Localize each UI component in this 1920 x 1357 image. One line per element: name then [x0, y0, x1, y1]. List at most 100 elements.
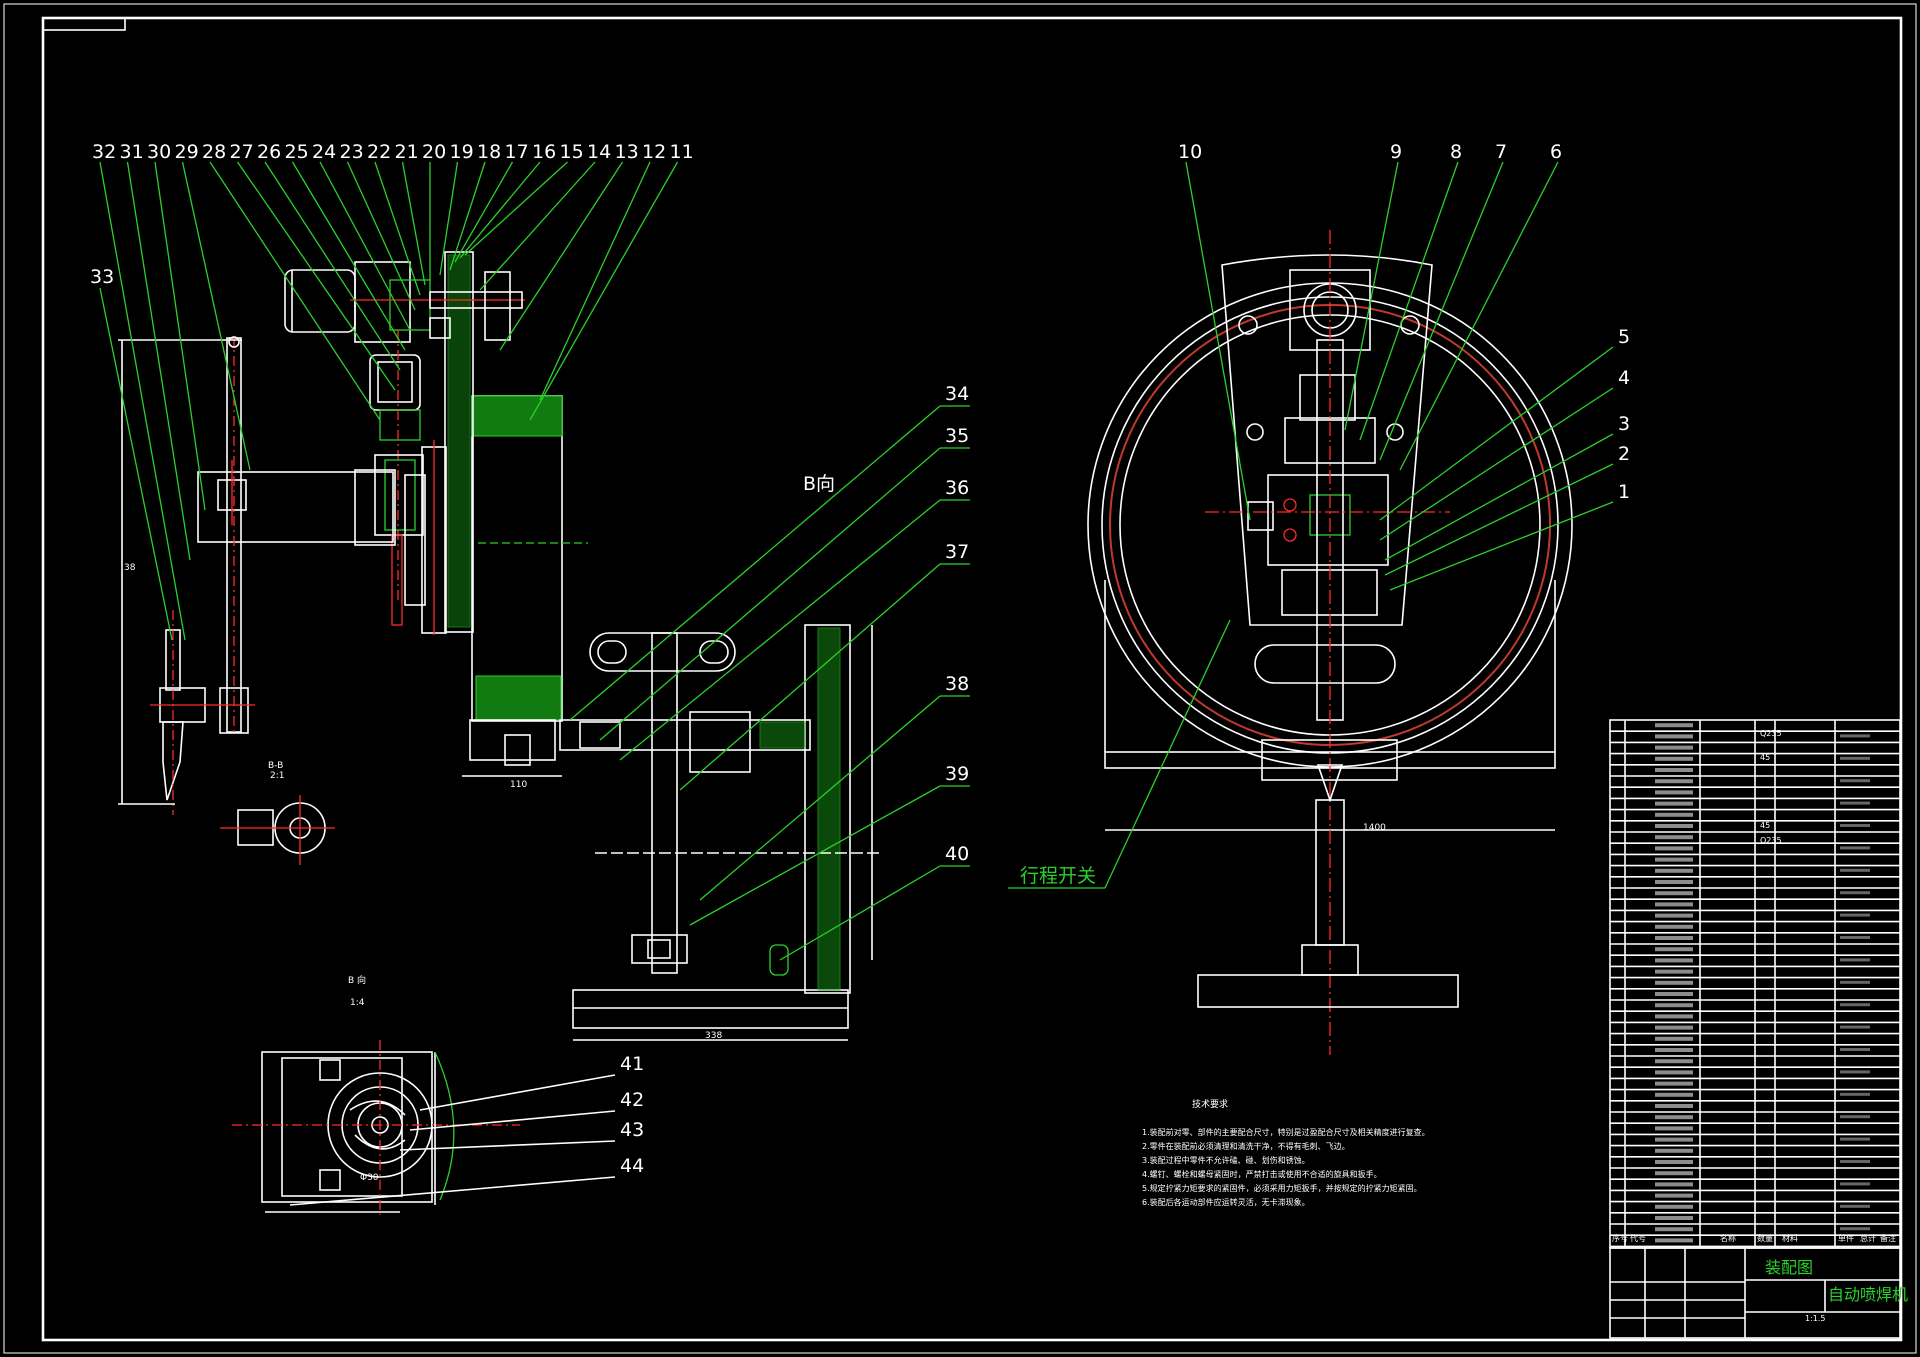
- drawing-scale: 1:1.5: [1805, 1314, 1826, 1323]
- tech-req-line: 6.装配后各运动部件应运转灵活，无卡滞现象。: [1142, 1197, 1310, 1207]
- balloons_right_top-6: 6: [1550, 141, 1562, 163]
- detail-view-label: B 向: [348, 974, 366, 986]
- balloons_left-25: 25: [285, 141, 309, 163]
- fixture-base-view: 338 B向: [559, 473, 880, 1041]
- balloons_right_side-2: 2: [1618, 443, 1630, 465]
- balloons_left-21: 21: [395, 141, 419, 163]
- detail-view-scale: 1:4: [350, 998, 365, 1008]
- leader-line: [529, 161, 679, 421]
- balloons_right_side-3: 3: [1618, 413, 1630, 435]
- balloon-group-right: 10 9 8 7 6 5 4 3 2 1: [1178, 141, 1630, 591]
- machine-name: 自动喷焊机: [1828, 1285, 1908, 1304]
- leader-line: [459, 161, 541, 259]
- balloons_left-14: 14: [587, 141, 611, 163]
- bom-header-cell: 材料: [1782, 1233, 1798, 1243]
- tech-req-line: 2.零件在装配前必须清理和清洗干净，不得有毛刺、飞边。: [1142, 1141, 1350, 1151]
- svg-text:2:1: 2:1: [270, 771, 284, 781]
- dim-1400: 1400: [1363, 823, 1386, 833]
- balloons_left-12: 12: [642, 141, 666, 163]
- balloons_left-15: 15: [560, 141, 584, 163]
- leader-line: [236, 161, 396, 391]
- balloons_left-26: 26: [257, 141, 281, 163]
- leader-line: [479, 161, 596, 291]
- balloons_right_side-1: 1: [1618, 481, 1630, 503]
- side-elevation-view: 38 110 B-B 2:1: [118, 251, 588, 865]
- balloons_middle-38: 38: [945, 673, 969, 695]
- leader-line: [264, 161, 401, 371]
- balloons_left-23: 23: [340, 141, 364, 163]
- leader-line: [319, 161, 411, 331]
- bom-header-cell: 备注: [1880, 1233, 1896, 1243]
- parts-list: Q2354545Q235 序号代号名称数量材料单件总计备注: [1609, 719, 1901, 1249]
- balloons_middle-34: 34: [945, 383, 969, 405]
- balloons_left-22: 22: [367, 141, 391, 163]
- dim-338: 338: [705, 1031, 722, 1041]
- detail-view-b: B 向 1:4 Φ30: [232, 974, 520, 1215]
- tech-req-line: 4.螺钉、螺栓和螺母紧固时，严禁打击或使用不合适的旋具和扳手。: [1142, 1169, 1382, 1179]
- balloons_middle-40: 40: [945, 843, 969, 865]
- balloons_left-11: 11: [670, 141, 694, 163]
- leader-line: [209, 161, 381, 421]
- balloons_detail-42: 42: [620, 1089, 644, 1111]
- leader-line: [449, 161, 486, 271]
- balloons_detail-44: 44: [620, 1155, 644, 1177]
- leader-line: [291, 161, 406, 351]
- svg-text:Φ30: Φ30: [360, 1173, 379, 1183]
- balloons_middle-36: 36: [945, 477, 969, 499]
- technical-requirements: 技术要求 1.装配前对零、部件的主要配合尺寸，特别是过盈配合尺寸及相关精度进行复…: [1142, 1098, 1430, 1207]
- view-label-b: B向: [803, 473, 835, 495]
- drawing-frame: [3, 3, 1917, 1354]
- bom-header-cell: 代号: [1630, 1233, 1646, 1243]
- leader-line: [464, 161, 568, 256]
- balloons_right_top-7: 7: [1495, 141, 1507, 163]
- balloons_right_top-8: 8: [1450, 141, 1462, 163]
- travel-switch-label: 行程开关: [1020, 865, 1096, 887]
- balloons_middle-37: 37: [945, 541, 969, 563]
- bom-material: Q235: [1760, 729, 1782, 738]
- balloons_left-27: 27: [230, 141, 254, 163]
- balloons_left-31: 31: [120, 141, 144, 163]
- balloons_right_top-10: 10: [1178, 141, 1202, 163]
- leader-line: [439, 161, 459, 276]
- balloons_left-19: 19: [450, 141, 474, 163]
- balloons_left-16: 16: [532, 141, 556, 163]
- balloons_left-30: 30: [147, 141, 171, 163]
- leader-line: [499, 161, 624, 351]
- bom-material: Q235: [1760, 836, 1782, 845]
- balloons_detail-41: 41: [620, 1053, 644, 1075]
- balloon-group-detail: 41 42 43 44: [289, 1053, 644, 1206]
- balloons_left-17: 17: [505, 141, 529, 163]
- balloons_detail-43: 43: [620, 1119, 644, 1141]
- balloons_left-28: 28: [202, 141, 226, 163]
- drawing-title: 装配图: [1765, 1258, 1813, 1277]
- bom-header-cell: 序号: [1612, 1233, 1628, 1243]
- balloons_right_side-4: 4: [1618, 367, 1630, 389]
- leader-line: [374, 161, 421, 296]
- leader-line: [346, 161, 416, 311]
- leader-line: [154, 161, 206, 511]
- bom-material: 45: [1760, 821, 1770, 830]
- leader-line: [126, 161, 191, 561]
- balloons_left-18: 18: [477, 141, 501, 163]
- bom-header-cell: 数量: [1757, 1233, 1773, 1243]
- svg-text:38: 38: [124, 563, 136, 573]
- tech-req-title: 技术要求: [1192, 1098, 1228, 1110]
- leader-line: [454, 161, 514, 263]
- bom-header-cell: 总计: [1860, 1233, 1876, 1243]
- bom-header-cell: 名称: [1720, 1233, 1736, 1243]
- balloons_left-20: 20: [422, 141, 446, 163]
- balloons_middle-39: 39: [945, 763, 969, 785]
- balloons_middle-35: 35: [945, 425, 969, 447]
- title-block: 装配图 自动喷焊机 1:1.5: [1609, 1247, 1908, 1339]
- leader-line: [539, 161, 651, 401]
- leader-line: [401, 161, 426, 286]
- balloons_right_side-5: 5: [1618, 326, 1630, 348]
- balloons_right_top-9: 9: [1390, 141, 1402, 163]
- dim-110: 110: [510, 780, 527, 790]
- balloons_left-32: 32: [92, 141, 116, 163]
- balloons_left-24: 24: [312, 141, 336, 163]
- bom-material: 45: [1760, 753, 1770, 762]
- front-elevation-view: 1400 行程开关: [1008, 230, 1573, 1055]
